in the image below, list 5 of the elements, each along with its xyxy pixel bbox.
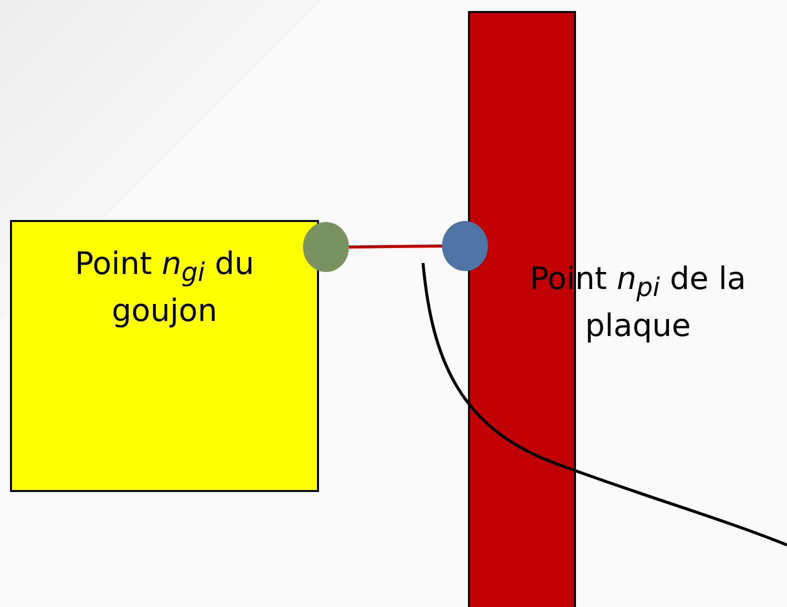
point-dot xyxy=(303,222,349,272)
point-dot xyxy=(442,221,488,271)
connector-line xyxy=(348,244,442,248)
point-label: Point n$_{gi}$ du goujon xyxy=(74,245,256,331)
stud-box xyxy=(10,220,319,492)
